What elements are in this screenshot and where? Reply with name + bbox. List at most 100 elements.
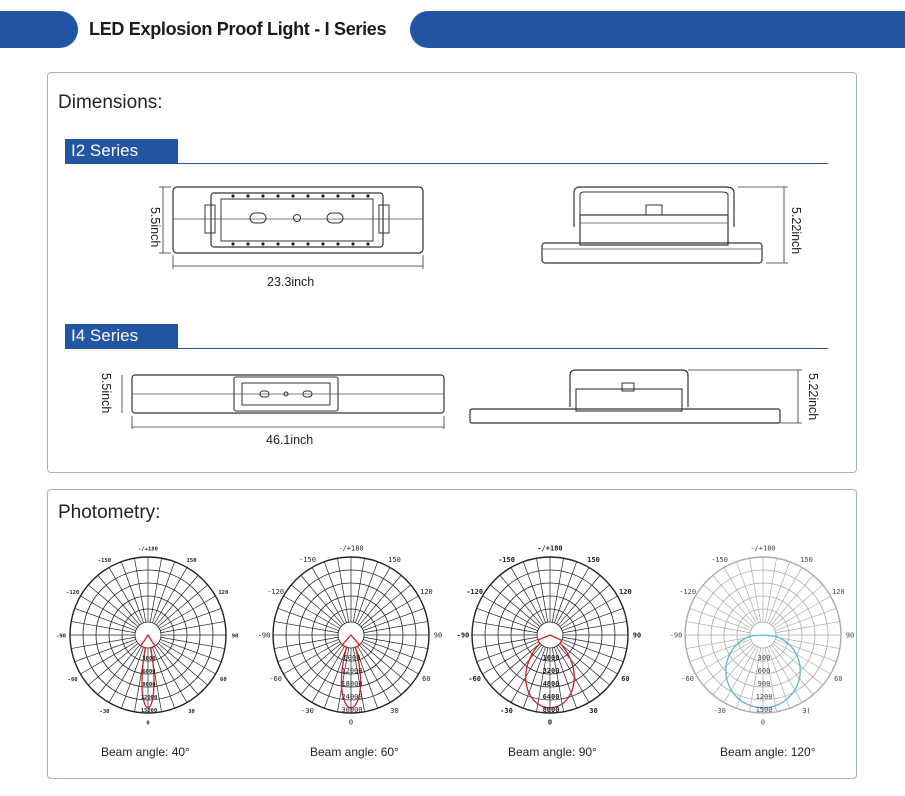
polar-spoke xyxy=(735,647,759,709)
polar-spoke xyxy=(723,567,757,624)
angle-tick-label: 120 xyxy=(420,588,433,596)
polar-spoke xyxy=(362,595,419,629)
ring-value-label: 9000 xyxy=(142,682,155,688)
polar-spoke xyxy=(499,644,542,695)
ring-value-label: 30000 xyxy=(341,706,362,714)
polar-spoke xyxy=(362,641,419,675)
polar-spoke xyxy=(277,639,339,663)
polar-spoke xyxy=(80,641,137,675)
polar-spoke xyxy=(74,607,136,631)
polar-spoke xyxy=(355,647,379,709)
polar-spoke xyxy=(160,639,222,663)
polar-spoke xyxy=(300,575,343,626)
polar-spoke xyxy=(74,639,136,663)
angle-tick-label: -60 xyxy=(681,675,694,683)
polar-spoke xyxy=(359,575,402,626)
angle-tick-label: 90 xyxy=(434,632,442,640)
ring-value-label: 12000 xyxy=(141,695,158,701)
polar-spoke xyxy=(160,621,225,634)
polar-spoke xyxy=(108,646,142,703)
page-title: LED Explosion Proof Light - I Series xyxy=(89,19,387,39)
beam-label-90: Beam angle: 90° xyxy=(508,745,597,759)
polar-spoke xyxy=(558,644,601,695)
polar-spoke xyxy=(490,643,541,686)
polar-spoke xyxy=(735,561,759,623)
i2-width-label: 23.3inch xyxy=(267,275,315,289)
angle-tick-label: -60 xyxy=(68,677,78,683)
polar-spoke xyxy=(559,643,610,686)
polar-spoke xyxy=(360,584,411,627)
i2-height-label: 5.5inch xyxy=(148,207,162,248)
polar-spoke xyxy=(695,641,752,675)
angle-tick-label: 120 xyxy=(832,588,845,596)
polar-spoke xyxy=(771,575,814,626)
polar-spoke xyxy=(769,646,803,703)
polar-spoke xyxy=(363,621,428,634)
polar-spoke xyxy=(767,561,791,623)
angle-tick-label: -90 xyxy=(457,632,470,640)
polar-spoke xyxy=(712,644,755,695)
polar-spoke xyxy=(80,595,137,629)
polar-spoke xyxy=(476,639,538,663)
polar-spoke xyxy=(159,595,216,629)
polar-spoke xyxy=(149,558,162,623)
intensity-curve xyxy=(139,633,156,709)
polar-spoke xyxy=(97,575,140,626)
angle-tick-label: -150 xyxy=(711,556,728,564)
polar-spoke xyxy=(88,643,139,686)
polar-spoke xyxy=(337,558,350,623)
polar-spoke xyxy=(562,636,627,649)
polar-spoke xyxy=(159,641,216,675)
polar-spoke xyxy=(749,558,762,623)
ring-value-label: 12000 xyxy=(341,667,362,675)
polar-spoke xyxy=(283,595,340,629)
polar-spoke xyxy=(157,584,208,627)
angle-tick-label: 90 xyxy=(633,632,641,640)
angle-tick-label: 150 xyxy=(187,558,197,564)
i4-height-label: 5.5inch xyxy=(99,373,113,414)
polar-spoke xyxy=(97,644,140,695)
polar-spoke xyxy=(510,567,544,624)
polar-spoke xyxy=(771,644,814,695)
angle-tick-label: 0 xyxy=(349,719,353,727)
polar-spoke xyxy=(274,636,339,649)
i4-width-label: 46.1inch xyxy=(266,433,314,447)
angle-tick-label: 150 xyxy=(587,556,600,564)
photometry-title: Photometry: xyxy=(58,502,161,523)
ring-value-label: 6000 xyxy=(344,654,361,662)
intensity-curve xyxy=(725,634,801,709)
angle-tick-label: -/+180 xyxy=(338,545,363,553)
beam-label-40: Beam angle: 40° xyxy=(101,745,190,759)
angle-tick-label: -60 xyxy=(468,675,481,683)
angle-tick-label: 30 xyxy=(188,709,195,715)
polar-spoke xyxy=(562,621,627,634)
ring-value-label: 1600 xyxy=(543,654,560,662)
angle-tick-label: -90 xyxy=(258,632,271,640)
polar-spoke xyxy=(767,647,791,709)
polar-spoke xyxy=(554,561,578,623)
polar-spoke xyxy=(482,595,539,629)
beam-label-60: Beam angle: 60° xyxy=(310,745,399,759)
polar-spoke xyxy=(749,647,762,712)
i2-front-drawing xyxy=(159,186,424,269)
polar-spoke xyxy=(772,643,823,686)
i4-side-height-label: 5.22inch xyxy=(806,373,820,421)
i4-series-line xyxy=(65,348,828,349)
i2-side-height-label: 5.22inch xyxy=(789,207,803,255)
polar-spoke xyxy=(291,643,342,686)
angle-tick-label: 30 xyxy=(390,707,398,715)
polar-spoke xyxy=(156,575,199,626)
ring-value-label: 4800 xyxy=(543,680,560,688)
polar-chart-40: -/+1801501209060300-30-60-90-120-1503000… xyxy=(56,547,238,727)
beam-label-120: Beam angle: 120° xyxy=(720,745,816,759)
ring-value-label: 6400 xyxy=(543,693,560,701)
header-banner-right xyxy=(410,11,905,48)
polar-spoke xyxy=(703,584,754,627)
polar-spoke xyxy=(300,644,343,695)
polar-spoke xyxy=(120,647,144,709)
i4-front-drawing xyxy=(121,374,445,429)
i4-side-drawing xyxy=(469,369,802,424)
polar-spoke xyxy=(363,636,428,649)
angle-tick-label: -/+180 xyxy=(750,545,775,553)
polar-spoke xyxy=(769,567,803,624)
